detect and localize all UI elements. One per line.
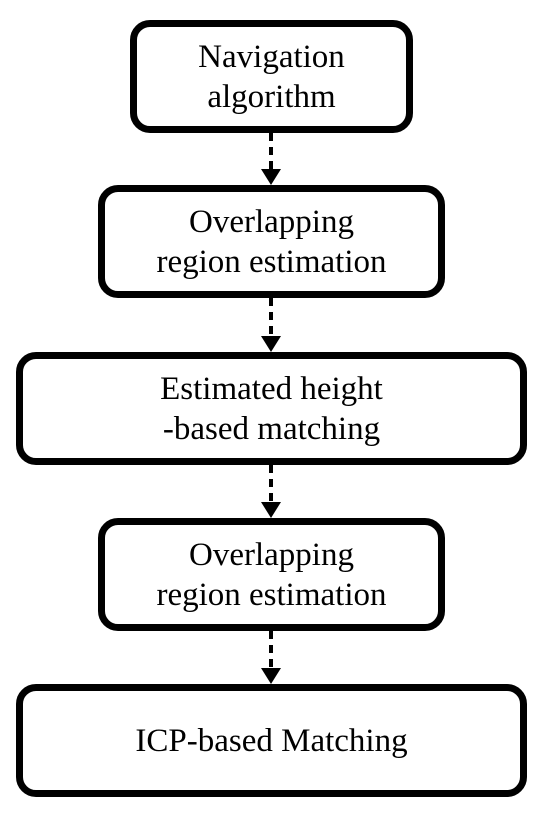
arrow-overlapping-region-estimation-1-to-estimated-height-matching xyxy=(261,298,281,352)
arrow-head xyxy=(261,668,281,684)
node-overlapping-region-estimation-2: Overlapping region estimation xyxy=(98,518,445,631)
node-overlapping-region-estimation-1: Overlapping region estimation xyxy=(98,185,445,298)
arrow-navigation-algorithm-to-overlapping-region-estimation-1 xyxy=(261,133,281,185)
node-label-line: ICP-based Matching xyxy=(135,722,408,759)
node-label-line: -based matching xyxy=(162,410,381,447)
node-label-line: algorithm xyxy=(207,78,336,115)
node-label-line: region estimation xyxy=(156,576,387,613)
arrow-head xyxy=(261,169,281,185)
arrow-head xyxy=(261,502,281,518)
node-label-line: Overlapping xyxy=(189,203,354,240)
node-label-line: Overlapping xyxy=(189,536,354,573)
arrow-overlapping-region-estimation-2-to-icp-based-matching xyxy=(261,631,281,684)
node-label-line: region estimation xyxy=(156,243,387,280)
node-navigation-algorithm: Navigation algorithm xyxy=(130,20,413,133)
node-label-line: Estimated height xyxy=(160,370,383,407)
node-estimated-height-matching: Estimated height -based matching xyxy=(16,352,527,465)
node-icp-based-matching: ICP-based Matching xyxy=(16,684,527,797)
node-label-line: Navigation xyxy=(198,38,345,75)
arrow-head xyxy=(261,336,281,352)
arrow-estimated-height-matching-to-overlapping-region-estimation-2 xyxy=(261,465,281,518)
